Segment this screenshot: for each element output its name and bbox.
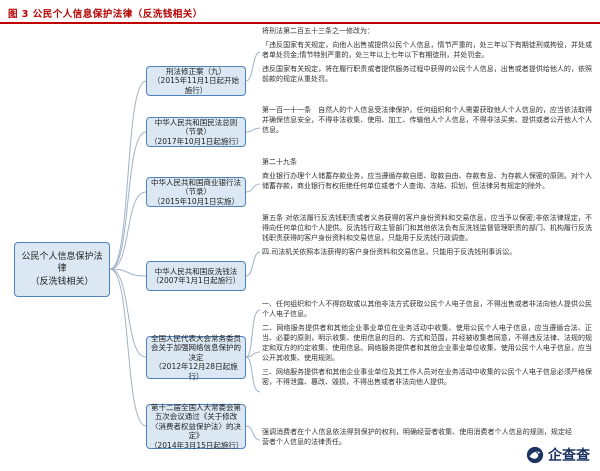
details-criminal-law-amendment: 将刑法第二百五十三条之一修改为： 「违反国家有关规定，向他人出售或提供公民个人信… [262,27,592,89]
root-node-personal-info-laws: 公民个人信息保护法律 （反洗钱相关） [14,242,110,297]
branch-node-commercial-bank-law: 中华人民共和国商业银行法（节录） （2015年10月1日实施） [146,177,246,207]
law-detail-paragraph: 第五条 对依法履行反洗钱职责或者义务获得的客户身份资料和交易信息，应当予以保密;… [262,214,592,242]
law-detail-paragraph: 三、网络服务提供者和其他企业事业单位及其工作人员对在业务活动中收集的公民个人电子… [262,367,592,386]
law-detail-paragraph: 「违反国家有关规定，向他人出售或提供公民个人信息，情节严重的，处三年以下有期徒刑… [262,40,592,59]
root-node-label-line2: （反洗钱相关） [30,276,94,287]
branch-node-name: 中华人民共和国反洗钱法 [154,266,238,276]
branch-node-consumer-rights-law-amendment: 第十二届全国人大常委会第五次会议通过《关于修改〈消费者权益保护法〉的决定》 （2… [146,403,246,450]
law-detail-paragraph: 商业银行办理个人储蓄存款业务，应当遵循存款自愿、取款自由、存款有息、为存款人保密… [262,171,592,190]
branch-node-date: （2014年3月15日起施行） [150,440,244,450]
branch-node-name: 全国人民代表大会常务委员会关于加强网络信息保护的决定 [151,334,241,362]
law-detail-paragraph: 违反国家有关规定，将在履行职责或者提供服务过程中获得的公民个人信息，出售或者提供… [262,64,592,83]
branch-node-date: （2012年12月28日起施行） [154,362,238,381]
law-detail-paragraph: 将刑法第二百五十三条之一修改为： [262,27,374,35]
law-detail-paragraph: 一、任何组织和个人不得窃取或以其他非法方式获取公民个人电子信息，不得出售或者非法… [262,300,592,318]
branch-node-date: （2015年11月1日起开始施行） [153,76,239,95]
branch-node-criminal-law-amendment: 刑法修正案（九） （2015年11月1日起开始施行） [146,66,246,96]
branch-node-civil-law-general: 中华人民共和国民法总则（节录） （2017年10月1日起施行） [146,117,246,147]
details-consumer-rights-law: 强调消费者在个人信息依法得到保护的权利，明确经营者收集、使用消费者个人信息的规则… [262,428,572,452]
branch-node-name: 中华人民共和国商业银行法（节录） [151,177,241,197]
branch-node-date: （2007年1月1日起施行） [151,276,241,285]
details-network-info-protection: 一、任何组织和个人不得窃取或以其他非法方式获取公民个人电子信息，不得出售或者非法… [262,300,592,392]
law-detail-paragraph: 强调消费者在个人信息依法得到保护的权利，明确经营者收集、使用消费者个人信息的规则… [262,428,572,446]
figure-title: 图 3 公民个人信息保护法律（反洗钱相关） [8,9,203,20]
law-detail-paragraph: 第一百一十一条 自然人的个人信息受法律保护。任何组织和个人需要获取他人个人信息的… [262,106,592,134]
branch-node-date: （2017年10月1日起施行） [150,136,244,146]
qichacha-watermark: 企查查 [526,445,590,465]
details-civil-law-general: 第一百一十一条 自然人的个人信息受法律保护。任何组织和个人需要获取他人个人信息的… [262,106,592,140]
branch-node-name: 第十二届全国人大常委会第五次会议通过《关于修改〈消费者权益保护法〉的决定》 [151,403,241,441]
law-detail-paragraph: 二、网络服务提供者和其他企业事业单位在业务活动中收集、使用公民个人电子信息，应当… [262,323,592,362]
branch-node-anti-money-laundering-law: 中华人民共和国反洗钱法 （2007年1月1日起施行） [146,261,246,291]
law-detail-paragraph: 四.司法机关依照本法获得的客户身份资料和交易信息，只能用于反洗钱刑事诉讼。 [262,247,517,256]
branch-node-network-info-protection-decision: 全国人民代表大会常务委员会关于加强网络信息保护的决定 （2012年12月28日起… [146,334,246,381]
root-node-label-line1: 公民个人信息保护法律 [21,251,103,275]
qichacha-logo-icon [526,446,544,464]
details-commercial-bank-law: 第二十九条 商业银行办理个人储蓄存款业务，应当遵循存款自愿、取款自由、存款有息、… [262,158,592,196]
details-anti-money-laundering-law: 第五条 对依法履行反洗钱职责或者义务获得的客户身份资料和交易信息，应当予以保密;… [262,214,592,262]
qichacha-label: 企查查 [548,448,590,464]
branch-node-name: 中华人民共和国民法总则（节录） [154,117,238,137]
law-detail-paragraph: 第二十九条 [262,158,297,166]
branch-node-date: （2015年10月1日实施） [153,196,239,206]
title-divider [0,22,600,24]
branch-node-name: 刑法修正案（九） [166,66,226,76]
